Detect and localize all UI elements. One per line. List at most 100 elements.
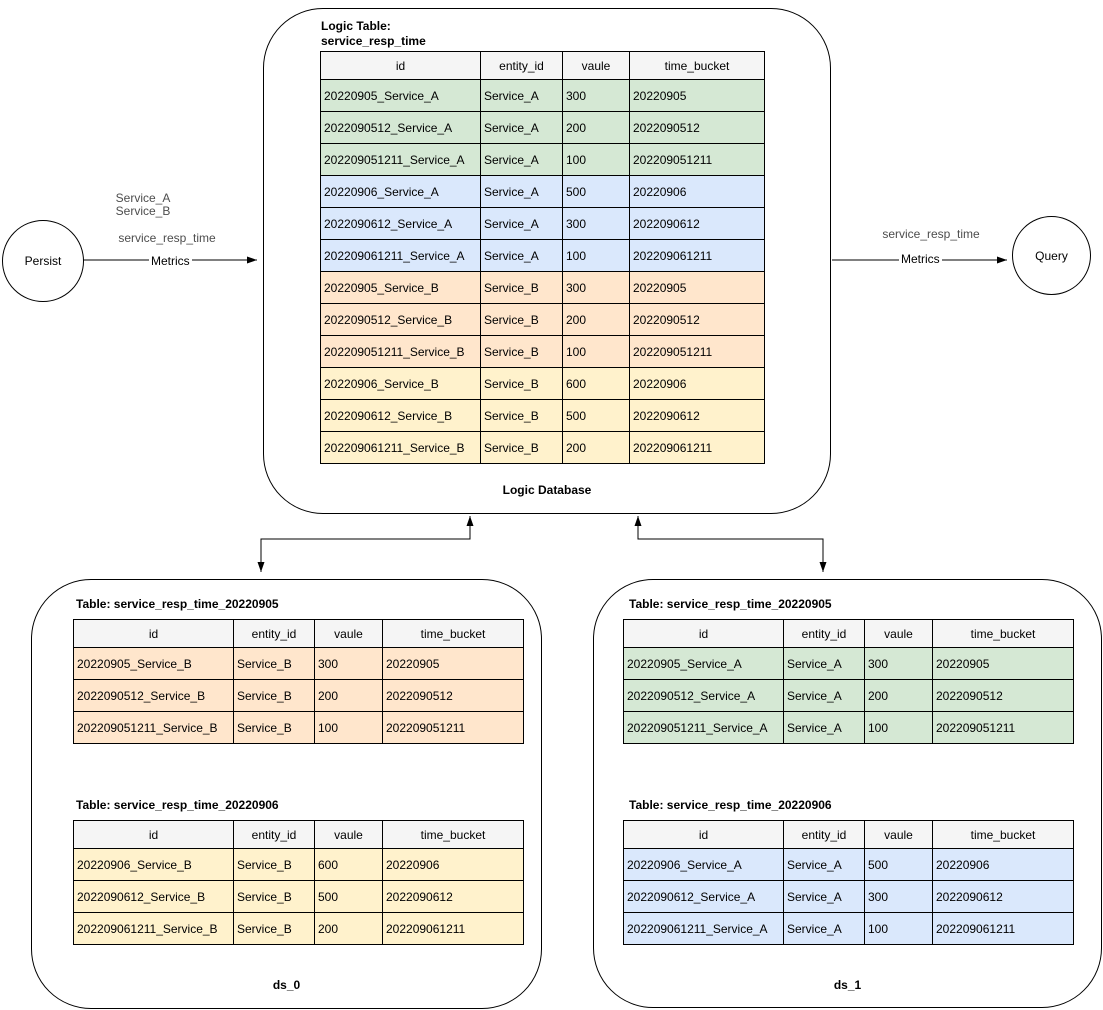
col-header-entity-id: entity_id [783,619,865,648]
col-header-entity-id: entity_id [233,619,315,648]
cell-id: 20220905_Service_A [623,647,784,680]
ds0-table2: id entity_id vaule time_bucket 20220906_… [73,820,524,945]
cell-entity-id: Service_A [480,175,563,208]
table-header-row: id entity_id vaule time_bucket [320,51,765,80]
persist-edge-metric-label: service_resp_time [118,231,216,245]
cell-entity-id: Service_B [480,303,563,336]
logic-table-title: Logic Table: service_resp_time [321,19,426,49]
col-header-id: id [623,820,784,849]
cell-entity-id: Service_A [480,111,563,144]
cell-entity-id: Service_B [233,647,315,680]
cell-id: 202209061211_Service_A [320,239,481,272]
cell-id: 2022090512_Service_A [623,679,784,712]
cell-entity-id: Service_B [480,431,563,464]
col-header-entity-id: entity_id [480,51,563,80]
table-header-row: id entity_id vaule time_bucket [623,619,1074,648]
cell-time-bucket: 202209061211 [629,239,765,272]
cell-time-bucket: 202209061211 [629,431,765,464]
cell-vaule: 100 [562,335,630,368]
col-header-id: id [320,51,481,80]
cell-entity-id: Service_A [783,880,865,913]
col-header-vaule: vaule [864,619,933,648]
cell-entity-id: Service_B [480,399,563,432]
cell-vaule: 500 [864,848,933,881]
cell-time-bucket: 202209051211 [382,711,524,744]
query-edge-label: Metrics [899,252,942,266]
persist-edge-service-a: Service_A [115,191,171,205]
cell-time-bucket: 20220905 [932,647,1074,680]
cell-entity-id: Service_A [480,239,563,272]
col-header-time-bucket: time_bucket [382,820,524,849]
cell-time-bucket: 20220905 [382,647,524,680]
cell-time-bucket: 202209051211 [932,711,1074,744]
col-header-time-bucket: time_bucket [932,619,1074,648]
table-header-row: id entity_id vaule time_bucket [73,619,524,648]
cell-entity-id: Service_B [480,335,563,368]
cell-entity-id: Service_A [783,912,865,945]
cell-time-bucket: 20220906 [629,175,765,208]
cell-vaule: 600 [562,367,630,400]
cell-id: 2022090512_Service_B [73,679,234,712]
cell-entity-id: Service_A [480,207,563,240]
col-header-id: id [623,619,784,648]
cell-vaule: 100 [314,711,383,744]
cell-time-bucket: 202209061211 [932,912,1074,945]
cell-vaule: 200 [562,303,630,336]
cell-vaule: 200 [314,912,383,945]
cell-vaule: 300 [562,207,630,240]
persist-edge-entities-label: Service_A Service_B [103,192,183,218]
cell-id: 20220905_Service_B [73,647,234,680]
persist-node-label: Persist [24,254,62,268]
cell-time-bucket: 2022090612 [932,880,1074,913]
col-header-entity-id: entity_id [233,820,315,849]
cell-id: 202209061211_Service_A [623,912,784,945]
cell-id: 202209051211_Service_A [623,711,784,744]
cell-vaule: 300 [562,271,630,304]
cell-id: 202209051211_Service_A [320,143,481,176]
cell-id: 20220906_Service_A [320,175,481,208]
logic-table-title-line2: service_resp_time [321,34,426,48]
cell-vaule: 200 [562,111,630,144]
cell-time-bucket: 20220905 [629,271,765,304]
cell-time-bucket: 202209061211 [382,912,524,945]
cell-time-bucket: 2022090612 [382,880,524,913]
ds1-table2-title: Table: service_resp_time_20220906 [629,798,832,812]
cell-vaule: 500 [562,399,630,432]
cell-id: 202209051211_Service_B [320,335,481,368]
query-edge-metric-label: service_resp_time [882,227,980,241]
col-header-time-bucket: time_bucket [629,51,765,80]
cell-entity-id: Service_A [783,679,865,712]
logicdb-ds1-connector [634,516,827,572]
cell-vaule: 200 [864,679,933,712]
ds1-table1: id entity_id vaule time_bucket 20220905_… [623,619,1074,744]
cell-time-bucket: 20220906 [629,367,765,400]
logic-table: id entity_id vaule time_bucket 20220905_… [320,51,765,464]
cell-vaule: 300 [864,880,933,913]
cell-vaule: 500 [314,880,383,913]
cell-entity-id: Service_B [233,679,315,712]
cell-id: 20220906_Service_B [320,367,481,400]
cell-entity-id: Service_B [233,912,315,945]
ds0-label: ds_0 [272,978,301,992]
cell-id: 2022090612_Service_A [320,207,481,240]
logic-database-label: Logic Database [502,483,592,497]
cell-id: 20220905_Service_B [320,271,481,304]
cell-id: 2022090612_Service_B [320,399,481,432]
table-header-row: id entity_id vaule time_bucket [623,820,1074,849]
logic-database-container: Logic Table: service_resp_time id entity… [263,8,831,514]
persist-node: Persist [2,220,84,302]
query-node-label: Query [1035,248,1068,263]
